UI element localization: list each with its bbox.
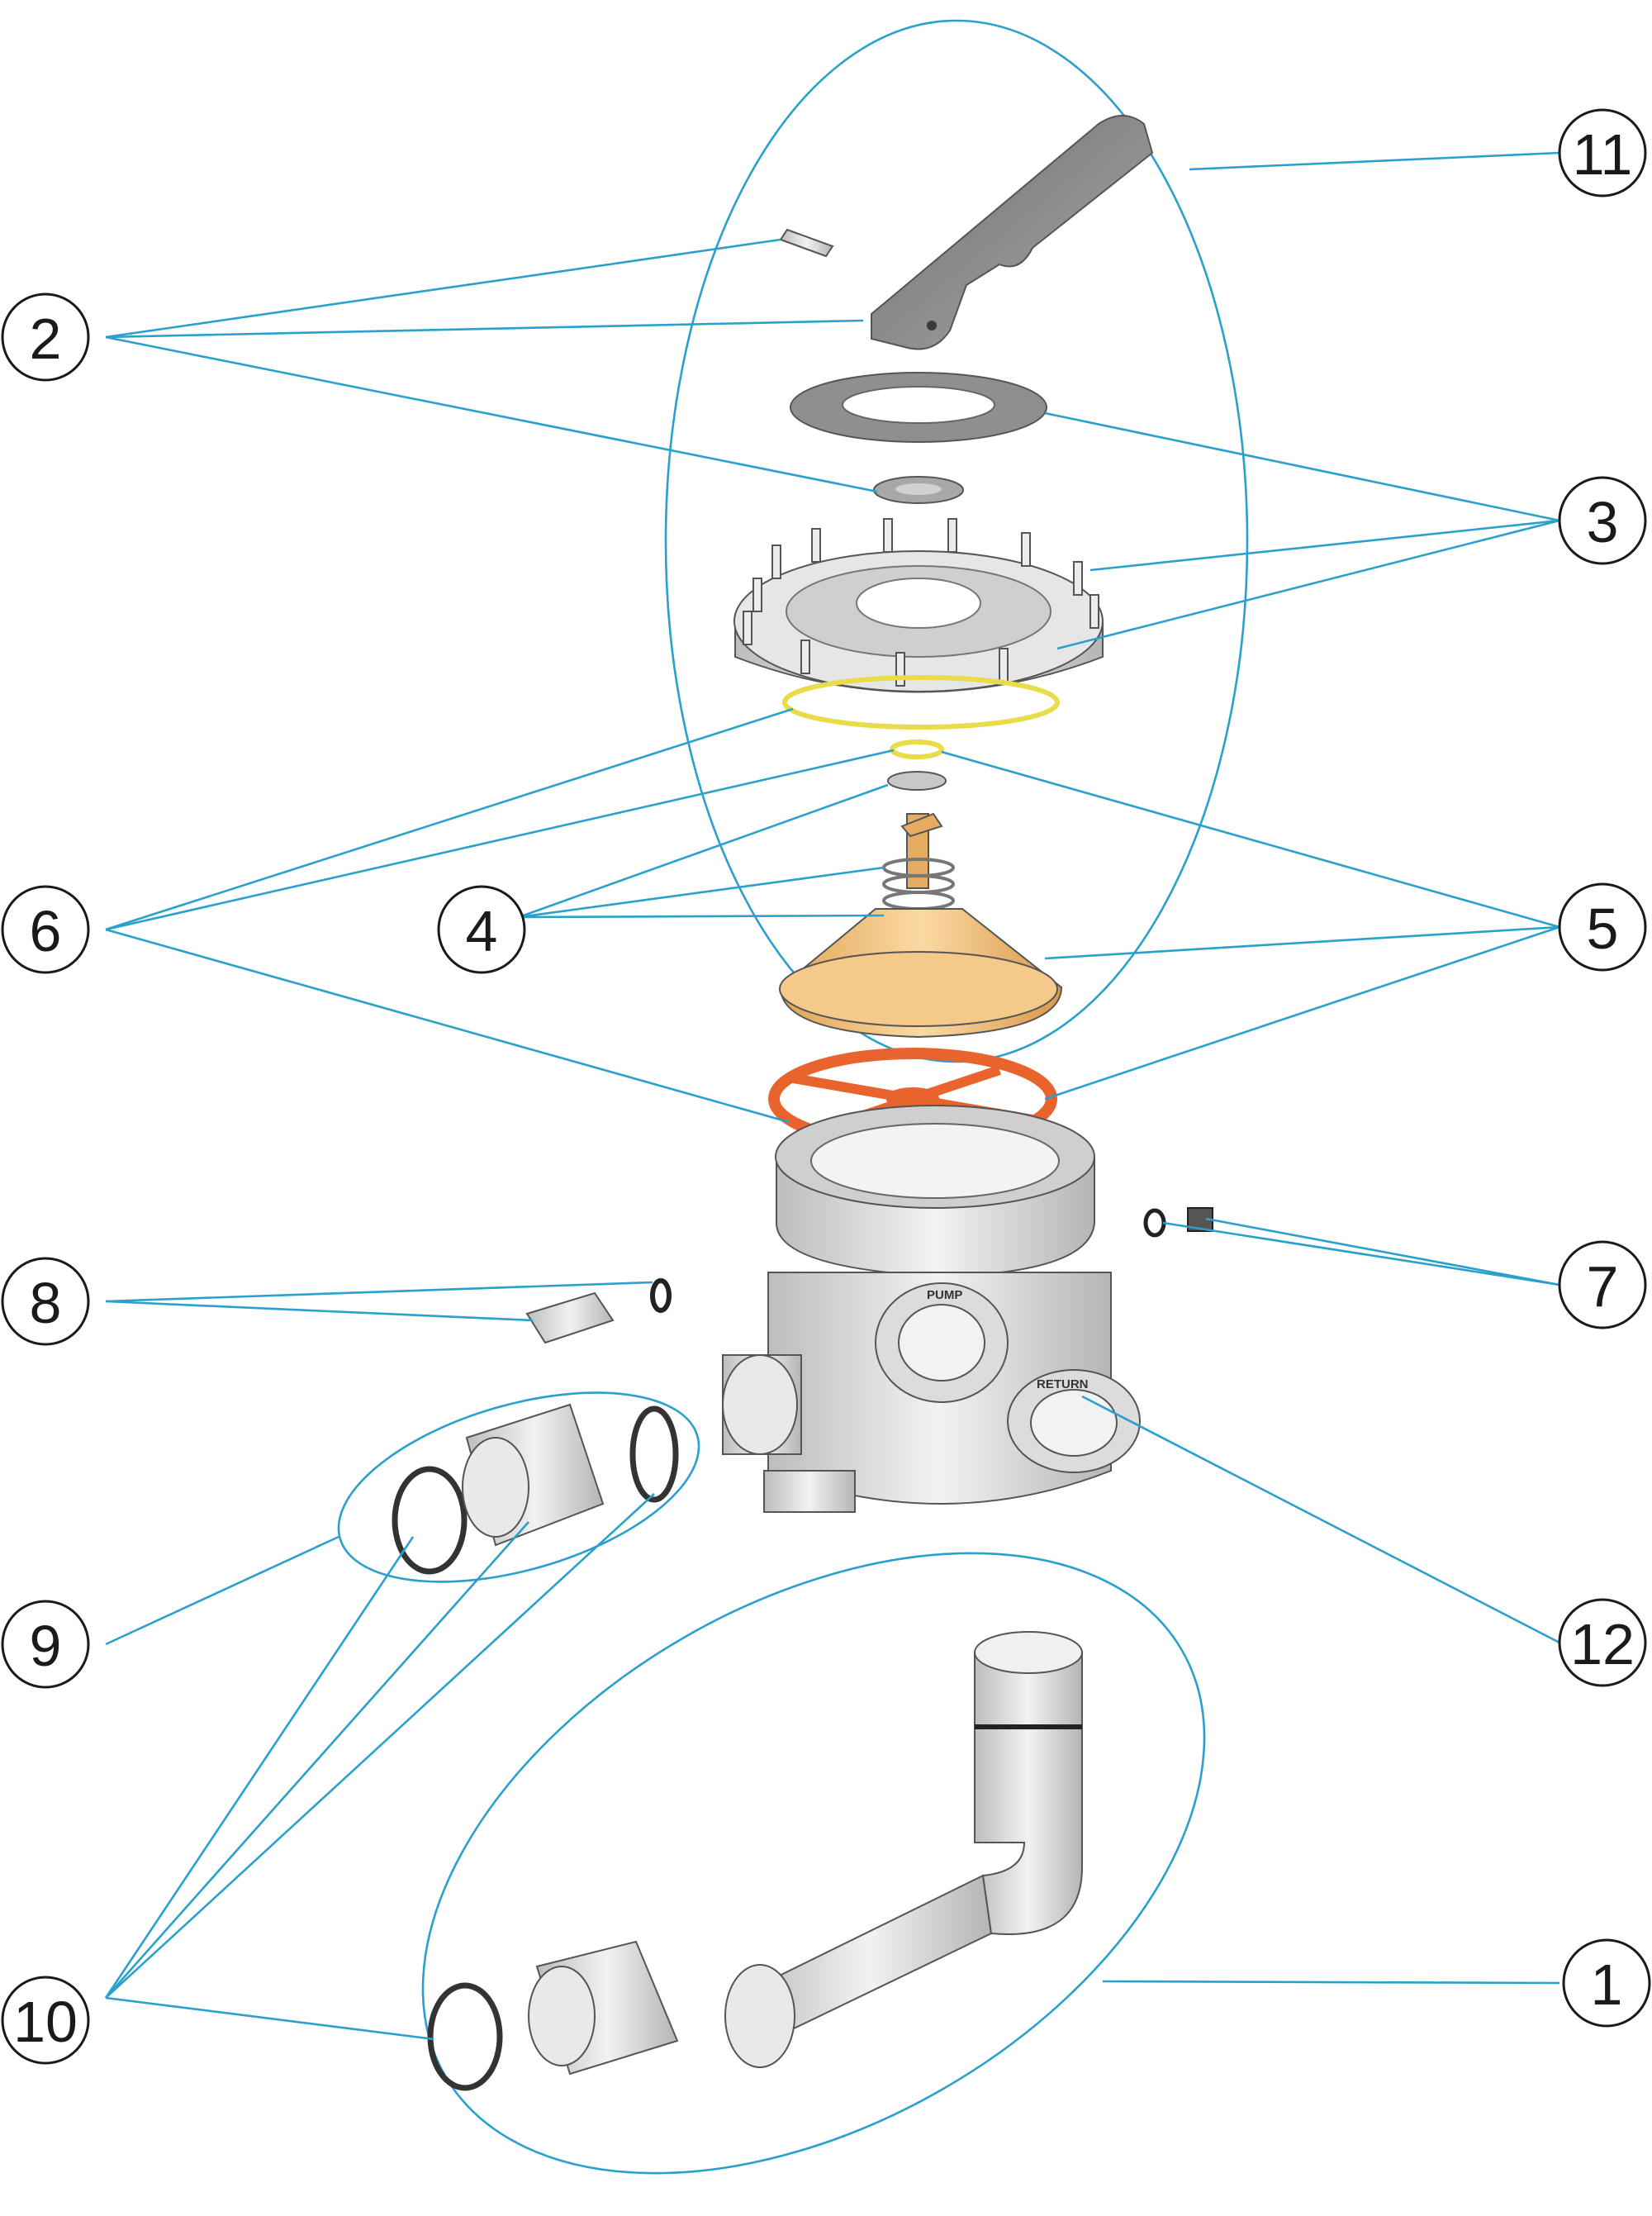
- drain-plug-part: [525, 1278, 672, 1344]
- callout-9: 9: [1, 1600, 90, 1689]
- callout-4-label: 4: [466, 899, 498, 963]
- callout-2: 2: [1, 292, 90, 382]
- callout-1: 1: [1562, 1938, 1651, 2028]
- valve-body-part: PUMP RETURN: [722, 1105, 1141, 1513]
- callout-8: 8: [1, 1257, 90, 1346]
- callout-11-label: 11: [1573, 122, 1633, 187]
- callout-10-label: 10: [13, 1990, 78, 2054]
- washer-part: [873, 476, 964, 504]
- pin-part: [779, 228, 834, 258]
- pressure-plug-part: [1143, 1207, 1213, 1238]
- cover-oring-part: [782, 675, 1060, 730]
- pipe-set-part: [427, 1631, 1083, 2091]
- callout-1-label: 1: [1591, 1952, 1623, 2017]
- group-ellipse-1: [421, 1552, 1206, 2175]
- callout-5: 5: [1558, 882, 1647, 972]
- rotor-part: [779, 812, 1063, 1039]
- callout-3: 3: [1558, 476, 1647, 565]
- group-ellipse-11: [664, 19, 1249, 1063]
- callout-11: 11: [1558, 108, 1647, 197]
- rotor-washer-part: [887, 771, 947, 791]
- flat-gasket-part: [790, 372, 1047, 443]
- leader-lines: [104, 151, 1560, 2041]
- callout-12-label: 12: [1570, 1612, 1635, 1676]
- callout-6: 6: [1, 885, 90, 974]
- callout-9-label: 9: [30, 1614, 62, 1678]
- callout-10: 10: [1, 1976, 90, 2065]
- handle-part: [871, 115, 1154, 350]
- callout-12: 12: [1558, 1598, 1647, 1687]
- callout-3-label: 3: [1587, 490, 1619, 554]
- callout-6-label: 6: [30, 899, 62, 963]
- union-set-part: [392, 1403, 679, 1575]
- callout-8-label: 8: [30, 1271, 62, 1335]
- callout-2-label: 2: [30, 307, 62, 371]
- callout-7: 7: [1558, 1240, 1647, 1329]
- small-oring-part: [890, 739, 944, 759]
- group-ellipse-9: [337, 1391, 700, 1583]
- return-port-label: RETURN: [1037, 1377, 1089, 1391]
- callout-4: 4: [437, 885, 526, 974]
- callout-5-label: 5: [1587, 896, 1619, 961]
- callout-7-label: 7: [1587, 1254, 1619, 1319]
- cover-part: [733, 518, 1104, 693]
- pump-port-label: PUMP: [927, 1288, 962, 1302]
